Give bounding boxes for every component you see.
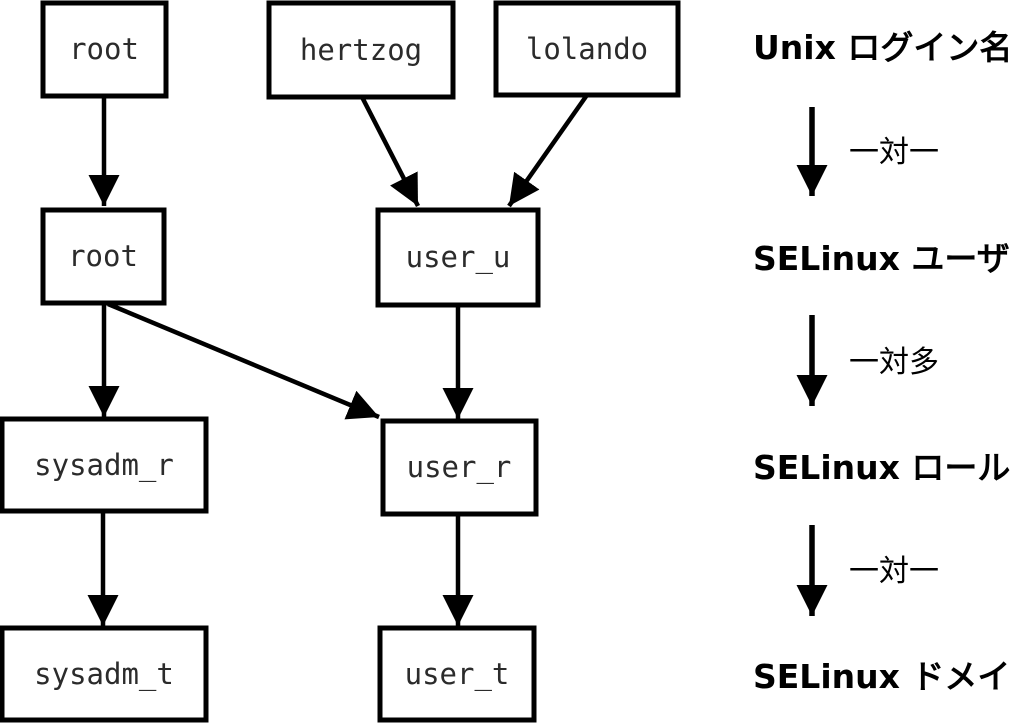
box-unix-root-rect [40, 0, 169, 99]
box-selinux-user_u: user_u [375, 207, 541, 308]
box-selinux-root: root [40, 207, 167, 306]
box-unix-hertzog-rect [266, 0, 456, 100]
box-selinux-root-label: root [68, 239, 138, 273]
box-role-sysadm_r-rect [0, 416, 209, 514]
box-domain-user_t: user_t [377, 625, 537, 723]
box-domain-sysadm_t-label: sysadm_t [34, 657, 174, 692]
box-role-user_r-label: user_r [407, 450, 512, 485]
box-unix-hertzog-label: hertzog [300, 33, 422, 67]
box-domain-sysadm_t: sysadm_t [0, 625, 209, 723]
edge-unix-lolando-to-selinux-user_u [507, 93, 589, 208]
box-unix-root: root [40, 0, 169, 99]
box-unix-lolando: lolando [493, 0, 681, 98]
legend-relation-one-to-one-1: 一対一 [849, 135, 939, 170]
box-unix-lolando-label: lolando [526, 32, 648, 66]
box-selinux-root-rect [40, 207, 167, 306]
box-selinux-user_u-rect [375, 207, 541, 308]
box-unix-root-label: root [69, 32, 139, 66]
legend-relation-one-to-one-2: 一対一 [849, 554, 939, 589]
box-role-user_r: user_r [380, 418, 539, 517]
legend-level-selinux-domain: SELinux ドメイン [753, 657, 1010, 696]
box-role-sysadm_r-label: sysadm_r [34, 448, 174, 483]
legend-relation-one-to-many: 一対多 [849, 345, 939, 380]
box-domain-user_t-rect [377, 625, 537, 723]
box-unix-hertzog: hertzog [266, 0, 456, 100]
box-unix-lolando-rect [493, 0, 681, 98]
legend: Unix ログイン名 一対一 SELinux ユーザ名 一対多 SELinux … [753, 28, 1010, 696]
edges [87, 93, 589, 626]
box-selinux-user_u-label: user_u [406, 240, 511, 275]
boxes: root hertzog lolando root user_u sysadm_… [0, 0, 681, 723]
box-domain-user_t-label: user_t [405, 657, 510, 692]
box-domain-sysadm_t-rect [0, 625, 209, 723]
legend-level-selinux-user: SELinux ユーザ名 [753, 239, 1010, 278]
edge-selinux-root-to-role-user_r [107, 301, 380, 420]
legend-level-unix-login: Unix ログイン名 [753, 28, 1010, 67]
box-role-sysadm_r: sysadm_r [0, 416, 209, 514]
edge-unix-hertzog-to-selinux-user_u [359, 95, 421, 208]
legend-level-selinux-role: SELinux ロール [753, 448, 1010, 487]
box-role-user_r-rect [380, 418, 539, 517]
